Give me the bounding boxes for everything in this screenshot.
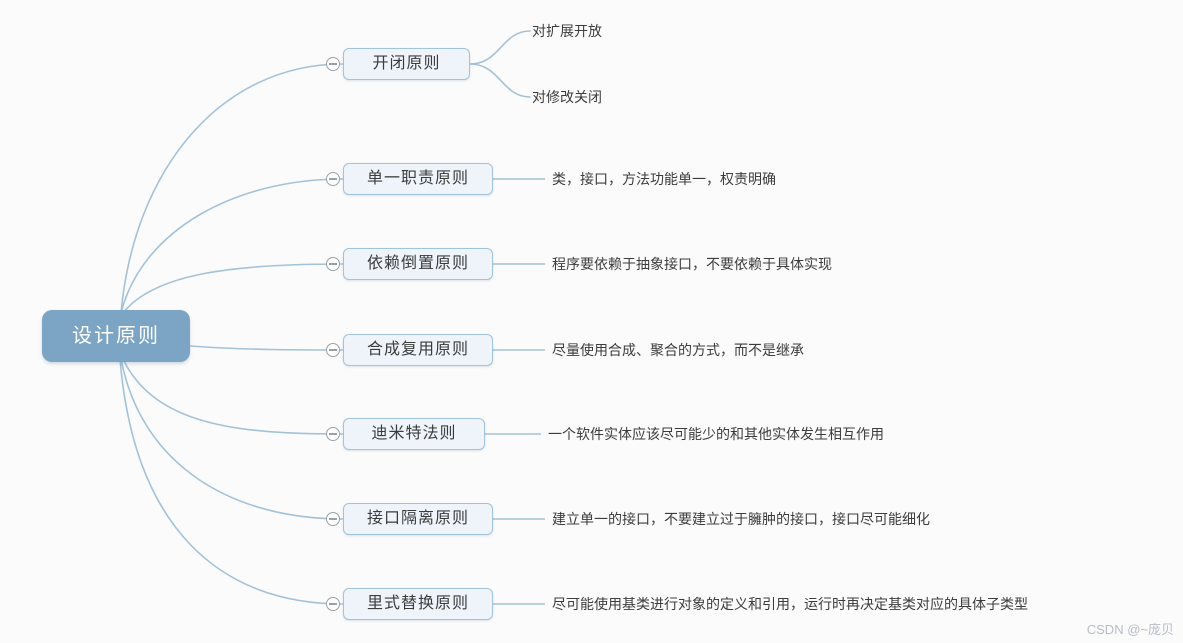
- note-liskov-substitution[interactable]: 尽可能使用基类进行对象的定义和引用，运行时再决定基类对应的具体子类型: [552, 596, 1028, 612]
- watermark: CSDN @~庞贝: [1086, 622, 1174, 637]
- child-curve: [469, 63, 531, 98]
- collapse-icon[interactable]: [326, 343, 340, 357]
- collapse-icon[interactable]: [326, 597, 340, 611]
- branch-curve: [119, 358, 344, 605]
- subtopic-closed-for-modification[interactable]: 对修改关闭: [532, 89, 602, 105]
- branch-curve: [122, 263, 344, 314]
- note-composite-reuse[interactable]: 尽量使用合成、聚合的方式，而不是继承: [552, 342, 804, 358]
- root-node-design-principles[interactable]: 设计原则: [42, 310, 190, 362]
- topic-liskov-substitution-principle[interactable]: 里式替换原则: [343, 588, 493, 620]
- collapse-icon[interactable]: [326, 57, 340, 71]
- topic-interface-segregation-principle[interactable]: 接口隔离原则: [343, 503, 493, 535]
- branch-curve: [120, 63, 344, 314]
- topic-composite-reuse-principle[interactable]: 合成复用原则: [343, 334, 493, 366]
- collapse-icon[interactable]: [326, 257, 340, 271]
- note-single-responsibility[interactable]: 类，接口，方法功能单一，权责明确: [552, 171, 776, 187]
- subtopic-open-for-extension[interactable]: 对扩展开放: [532, 23, 602, 39]
- topic-open-closed-principle[interactable]: 开闭原则: [343, 48, 470, 80]
- note-dependency-inversion[interactable]: 程序要依赖于抽象接口，不要依赖于具体实现: [552, 256, 832, 272]
- collapse-icon[interactable]: [326, 172, 340, 186]
- branch-curve: [122, 358, 344, 435]
- collapse-icon[interactable]: [326, 512, 340, 526]
- collapse-icon[interactable]: [326, 427, 340, 441]
- branch-curve: [120, 178, 344, 314]
- branch-curve: [189, 345, 344, 351]
- topic-dependency-inversion-principle[interactable]: 依赖倒置原则: [343, 248, 493, 280]
- topic-law-of-demeter[interactable]: 迪米特法则: [343, 418, 485, 450]
- child-curve: [469, 30, 531, 65]
- branch-curve: [120, 358, 344, 520]
- topic-single-responsibility-principle[interactable]: 单一职责原则: [343, 163, 493, 195]
- note-law-of-demeter[interactable]: 一个软件实体应该尽可能少的和其他实体发生相互作用: [548, 426, 884, 442]
- note-interface-segregation[interactable]: 建立单一的接口，不要建立过于臃肿的接口，接口尽可能细化: [552, 511, 930, 527]
